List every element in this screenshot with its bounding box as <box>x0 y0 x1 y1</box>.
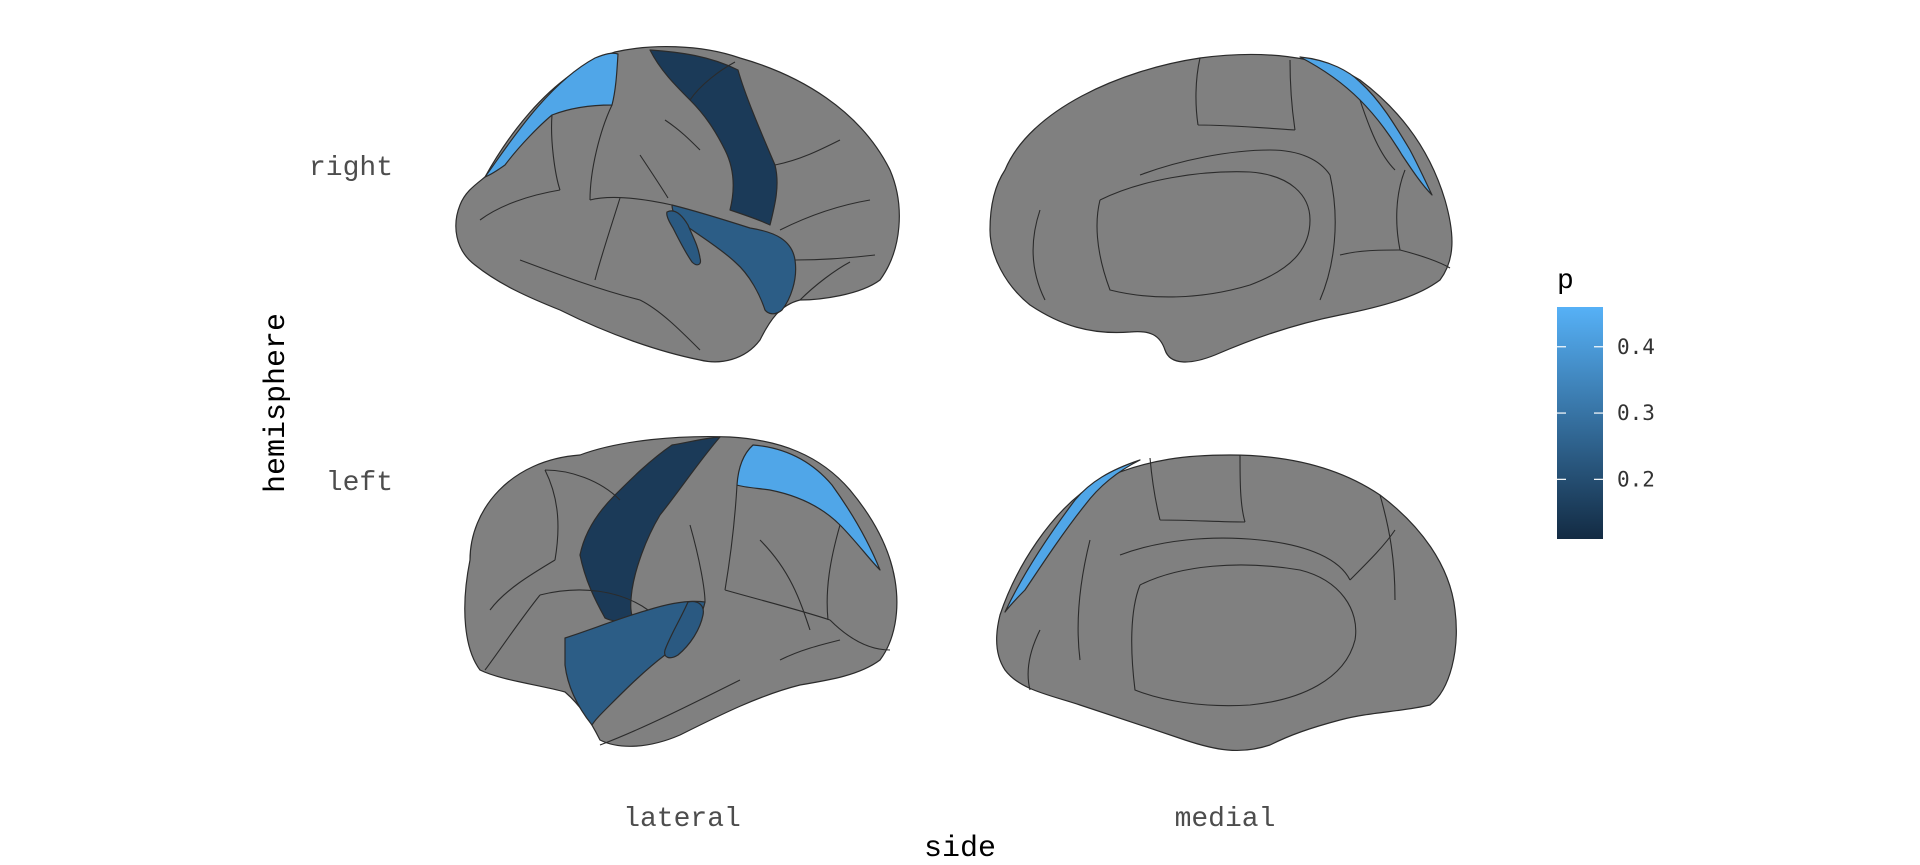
right-lateral-brain <box>455 46 900 363</box>
x-axis-title: side <box>924 832 996 865</box>
left-medial-superior-frontal <box>1004 459 1141 613</box>
y-tick-left: left <box>326 468 393 499</box>
right-lateral-transverse-temporal <box>666 210 702 266</box>
right-medial-superior-frontal <box>1299 56 1433 196</box>
right-lateral-outline <box>455 46 900 363</box>
left-medial-sulci <box>1027 454 1396 707</box>
legend-tick-label: 0.4 <box>1617 335 1655 359</box>
y-axis-title: hemisphere <box>260 313 294 493</box>
right-medial-sulci <box>1032 57 1451 301</box>
legend-colorbar <box>1557 307 1603 539</box>
right-lateral-precentral <box>649 49 778 226</box>
right-medial-brain <box>989 53 1453 363</box>
legend: p 0.2 0.3 0.4 <box>1557 266 1655 539</box>
y-tick-right: right <box>309 153 393 184</box>
legend-tick-label: 0.3 <box>1617 401 1655 425</box>
x-tick-lateral: lateral <box>623 804 741 835</box>
left-lateral-transverse-temporal <box>664 600 704 659</box>
right-medial-outline <box>989 53 1453 363</box>
right-lateral-superior-temporal <box>671 204 797 315</box>
x-tick-medial: medial <box>1175 804 1276 835</box>
legend-tick-label: 0.2 <box>1617 467 1655 491</box>
right-lateral-sulci <box>479 61 876 351</box>
legend-title: p <box>1557 266 1574 297</box>
legend-ticks: 0.2 0.3 0.4 <box>1557 335 1655 491</box>
left-lateral-sulci <box>484 469 891 746</box>
left-medial-brain <box>996 454 1457 752</box>
left-medial-outline <box>996 454 1457 752</box>
left-lateral-brain <box>464 435 898 747</box>
